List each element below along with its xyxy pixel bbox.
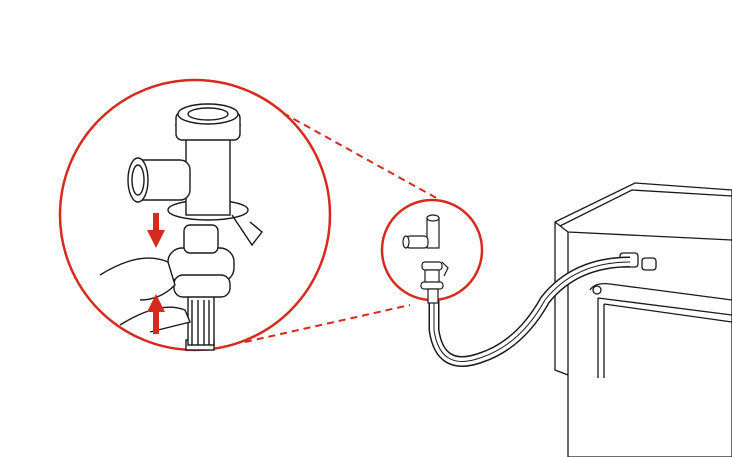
red-arrow-down-icon — [147, 213, 165, 248]
valve-body — [185, 129, 231, 216]
inlet-hose — [428, 256, 631, 367]
connector-bottom — [244, 304, 411, 343]
zoom-connector-lines — [244, 112, 441, 343]
inlet-valve — [641, 257, 657, 271]
tap-detail-large — [58, 78, 332, 352]
tap-detail-small — [380, 198, 484, 304]
washing-machine — [554, 182, 732, 457]
connector-top — [282, 112, 441, 201]
red-arrow-up-icon — [147, 294, 165, 334]
